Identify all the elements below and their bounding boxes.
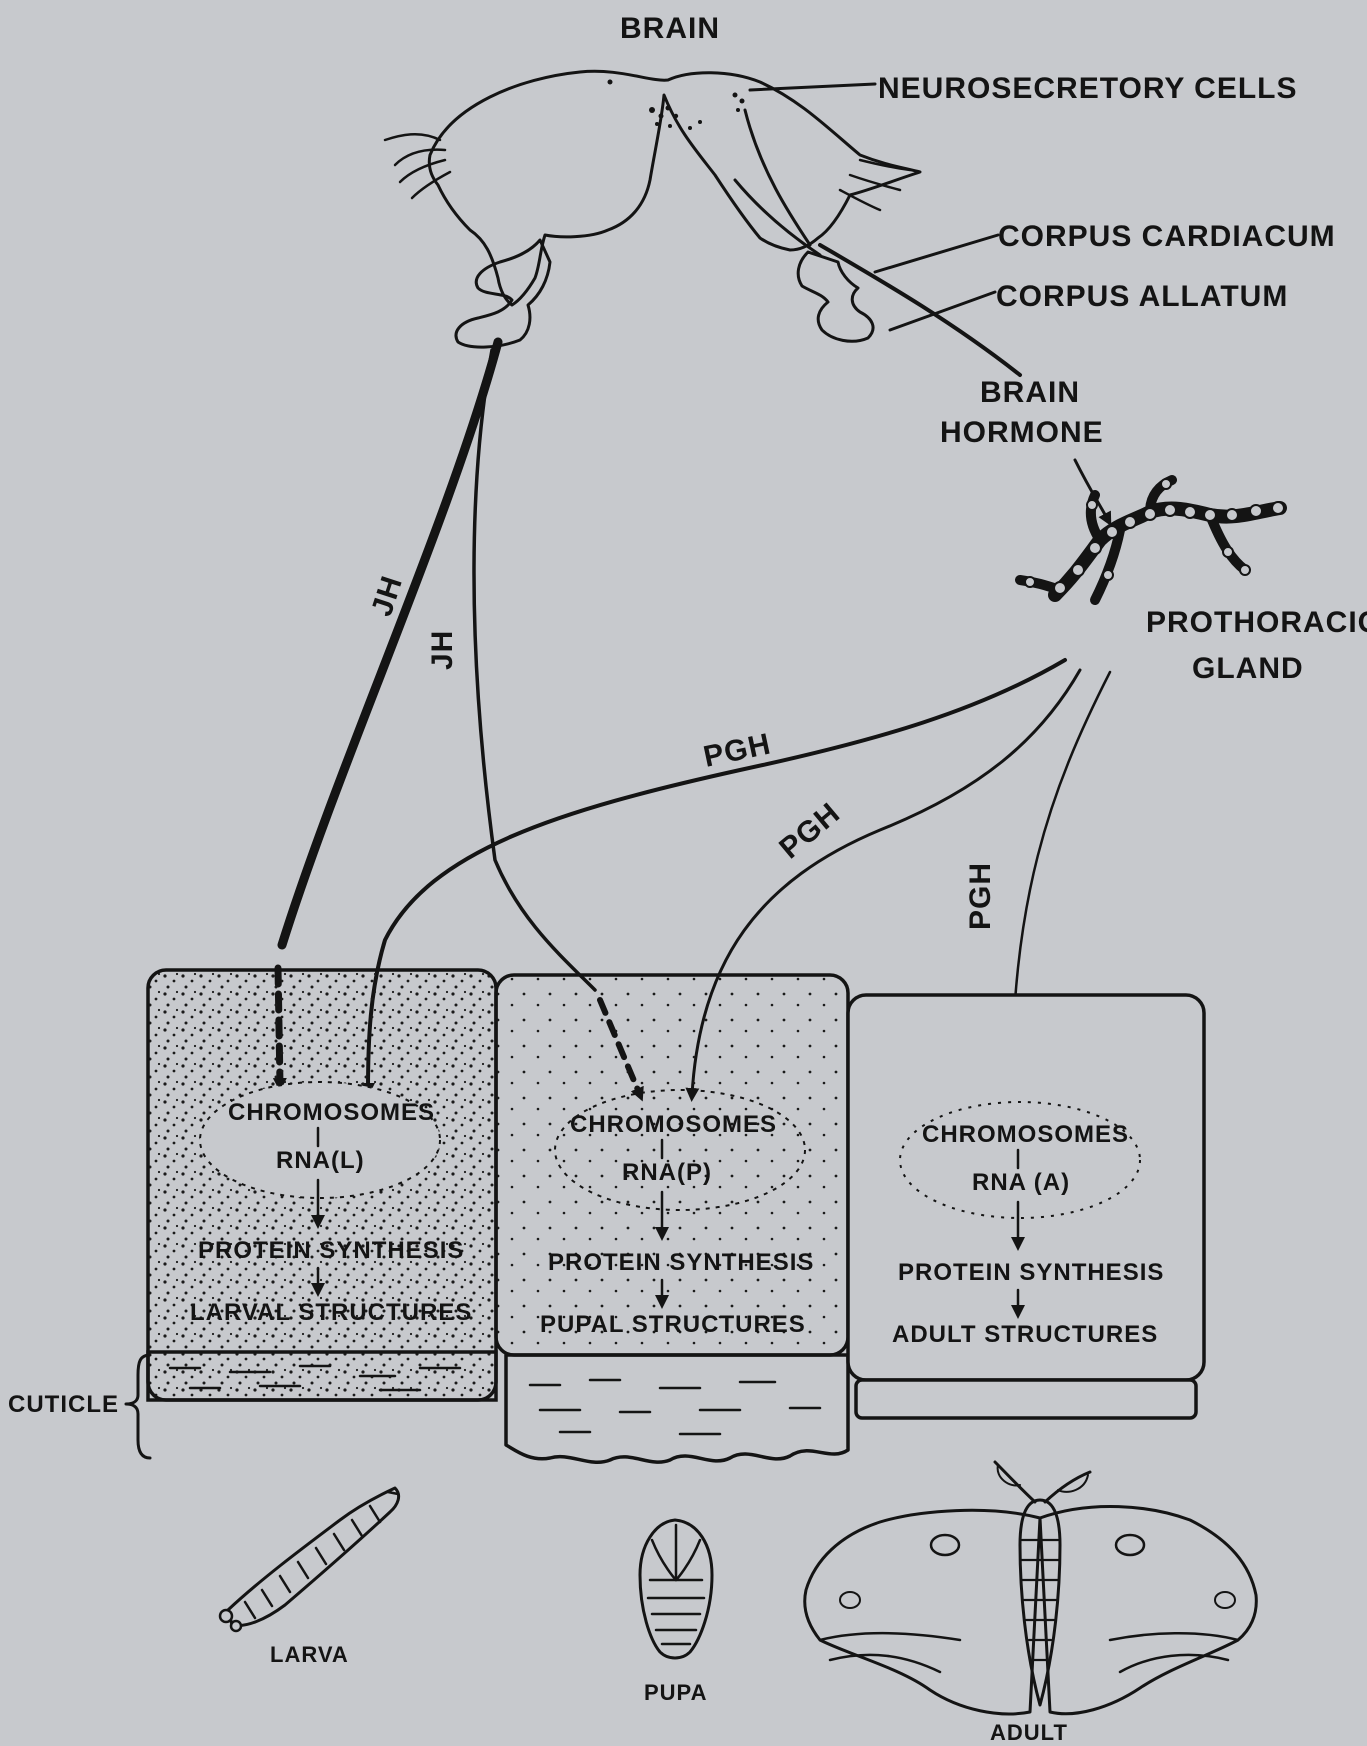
larva-label: LARVA bbox=[270, 1642, 349, 1667]
adult-label: ADULT bbox=[990, 1720, 1068, 1745]
prothoracic-gland bbox=[1020, 479, 1284, 600]
brain-hormone-label-1: BRAIN bbox=[980, 376, 1080, 409]
pupa-illustration bbox=[640, 1520, 712, 1658]
pgh-label-3: PGH bbox=[964, 862, 997, 930]
chromosomes-label: CHROMOSOMES bbox=[228, 1099, 435, 1126]
corpora-right bbox=[798, 252, 873, 341]
jh-pathway-larval bbox=[282, 342, 498, 945]
corpus-allatum-label: CORPUS ALLATUM bbox=[996, 280, 1288, 313]
brain-label: BRAIN bbox=[620, 12, 720, 45]
protein-synthesis-label: PROTEIN SYNTHESIS bbox=[898, 1259, 1164, 1286]
cell-pupal bbox=[496, 975, 848, 1462]
corpus-cardiacum-label: CORPUS CARDIACUM bbox=[998, 220, 1336, 253]
protein-synthesis-label: PROTEIN SYNTHESIS bbox=[548, 1249, 814, 1276]
structures-label: LARVAL STRUCTURES bbox=[190, 1299, 472, 1326]
rna-label: RNA(P) bbox=[622, 1159, 712, 1186]
pgh-label-2: PGH bbox=[773, 796, 846, 865]
cell-adult bbox=[848, 995, 1204, 1418]
chromosomes-label: CHROMOSOMES bbox=[922, 1121, 1129, 1148]
chromosomes-label: CHROMOSOMES bbox=[570, 1111, 777, 1138]
cardiacum-leader bbox=[875, 235, 998, 272]
adult-moth-illustration bbox=[805, 1462, 1257, 1714]
rna-label: RNA(L) bbox=[276, 1147, 365, 1174]
cell-larval bbox=[148, 970, 496, 1400]
neurosecretory-cells-label: NEUROSECRETORY CELLS bbox=[878, 72, 1298, 105]
structures-label: ADULT STRUCTURES bbox=[892, 1321, 1158, 1348]
jh-label-2: JH bbox=[426, 630, 459, 670]
brain-hormone-label-2: HORMONE bbox=[940, 416, 1104, 449]
larva-illustration bbox=[220, 1488, 399, 1631]
protein-synthesis-label: PROTEIN SYNTHESIS bbox=[198, 1237, 464, 1264]
prothoracic-gland-label-2: GLAND bbox=[1192, 652, 1304, 685]
pupa-label: PUPA bbox=[644, 1680, 708, 1705]
cuticle-label: CUTICLE bbox=[8, 1391, 119, 1418]
structures-label: PUPAL STRUCTURES bbox=[540, 1311, 806, 1338]
prothoracic-gland-label-1: PROTHORACIC bbox=[1146, 606, 1367, 639]
rna-label: RNA (A) bbox=[972, 1169, 1070, 1196]
jh-pathway-pupal bbox=[474, 350, 595, 990]
brain-hormone-pathway bbox=[820, 245, 1020, 375]
